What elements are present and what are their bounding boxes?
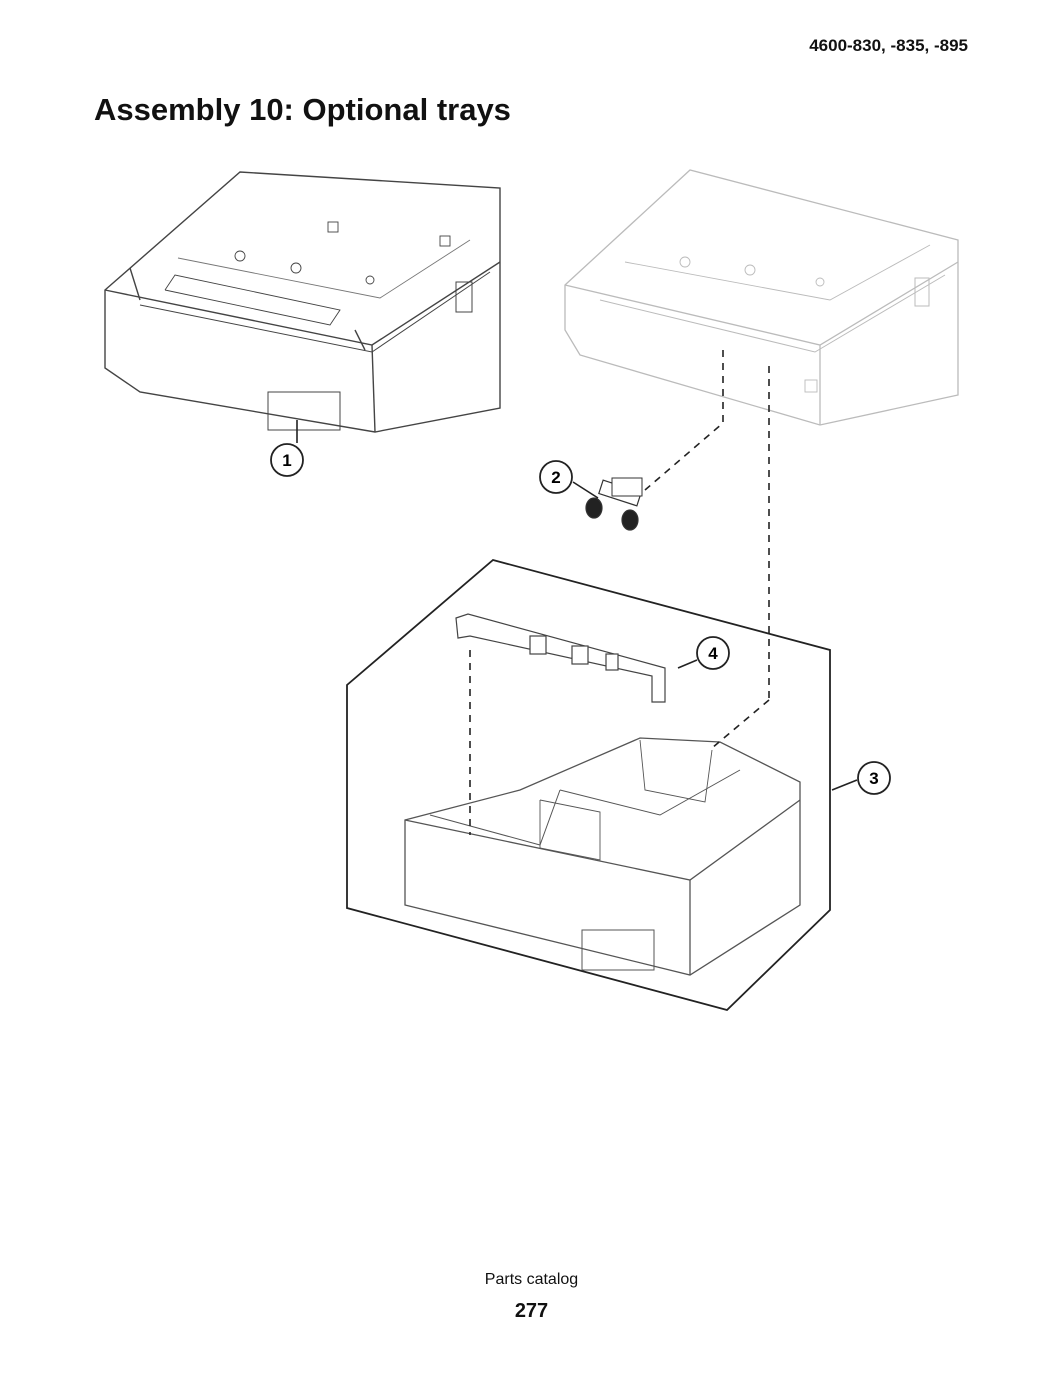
callout-1-label: 1 — [282, 451, 291, 470]
pick-roller-illustration — [585, 477, 643, 531]
callout-4-label: 4 — [708, 644, 718, 663]
page-number: 277 — [514, 1300, 549, 1322]
paper-tray-illustration — [404, 737, 801, 976]
callout-2-label: 2 — [551, 468, 560, 487]
callout-leaders — [296, 420, 858, 791]
callout-1: 1 — [270, 443, 304, 477]
callout-3: 3 — [857, 761, 891, 795]
explosion-lines — [469, 350, 770, 835]
callout-2: 2 — [539, 460, 573, 494]
footer-label: Parts catalog — [484, 1271, 579, 1288]
callout-4: 4 — [696, 636, 730, 670]
optional-tray-assembly-illustration — [104, 171, 501, 433]
model-number: 4600-830, -835, -895 — [809, 36, 968, 55]
page-title: Assembly 10: Optional trays — [94, 92, 511, 127]
reference-tray-housing-illustration — [564, 169, 959, 426]
callout-3-label: 3 — [869, 769, 878, 788]
separator-roller-bar-illustration — [455, 613, 666, 703]
tray-callout-box — [346, 559, 831, 1012]
